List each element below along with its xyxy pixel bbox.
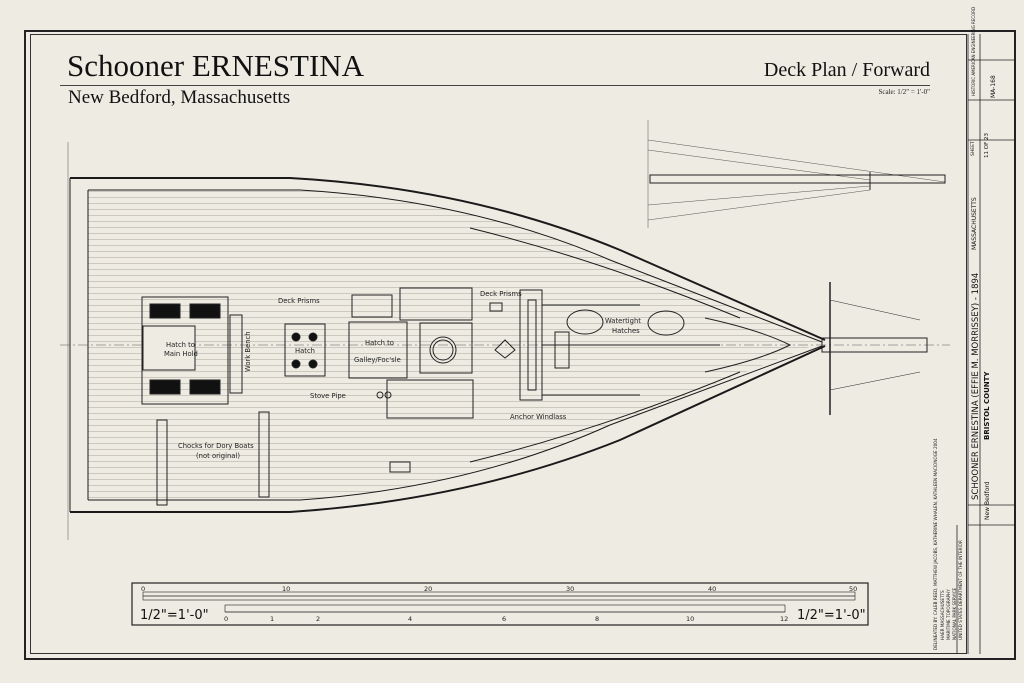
scale-tick: 0 [141, 585, 146, 593]
scale-tick: 6 [502, 615, 507, 623]
label-hatch: Hatch [295, 347, 315, 355]
title-block-location: New Bedford [984, 481, 991, 520]
scale-tick: 50 [849, 585, 858, 593]
title-block-county: BRISTOL COUNTY [983, 371, 991, 440]
label-hatch-galley-2: Galley/Foc'sle [354, 356, 401, 364]
scale-tick: 10 [282, 585, 291, 593]
sheet-title: Deck Plan / Forward [763, 59, 930, 81]
label-chocks-1: Chocks for Dory Boats [178, 442, 254, 450]
scale-tick: 4 [408, 615, 413, 623]
scale-tick: 1 [270, 615, 275, 623]
title-rule [60, 85, 930, 86]
scale-tick: 12 [780, 615, 789, 623]
scale-tick: 10 [686, 615, 695, 623]
sheet-border [24, 30, 1016, 660]
credit-delineated: DELINEATED BY: CALEB REED, MATTHEW JACOB… [933, 438, 938, 650]
scale-note: Scale: 1/2" = 1'-0" [878, 88, 930, 96]
label-deck-prisms-1: Deck Prisms [278, 297, 320, 305]
scale-label-left: 1/2"=1'-0" [140, 608, 209, 623]
label-watertight-2: Hatches [612, 327, 640, 335]
drawing-subtitle: New Bedford, Massachusetts [68, 87, 291, 108]
title-block-record-no: MA-168 [990, 75, 997, 98]
scale-tick: 20 [424, 585, 433, 593]
drawing-frame [30, 34, 967, 654]
title-block-state: MASSACHUSETTS [971, 197, 978, 250]
label-hatch-main-hold-1: Hatch to [166, 341, 195, 349]
label-stove-pipe: Stove Pipe [310, 392, 346, 400]
scale-label-right: 1/2"=1'-0" [797, 608, 866, 623]
credit-line: UNITED STATES DEPARTMENT OF THE INTERIOR [958, 540, 963, 640]
label-chocks-2: (not original) [196, 452, 240, 460]
dory-chocks [156, 411, 270, 506]
reference-lines [60, 120, 950, 540]
label-anchor-windlass: Anchor Windlass [510, 413, 567, 421]
scale-bar [131, 582, 869, 626]
label-deck-prisms-2: Deck Prisms [480, 290, 522, 298]
label-watertight-1: Watertight [605, 317, 641, 325]
scale-tick: 40 [708, 585, 717, 593]
label-hatch-main-hold-2: Main Hold [164, 350, 198, 358]
title-block-sheet-no: 11 OF 23 [984, 133, 990, 158]
drawing-title: Schooner ERNESTINA [67, 48, 365, 83]
galley-hatch [348, 287, 516, 473]
small-hatch [284, 323, 326, 377]
title-block-project: SCHOONER ERNESTINA (EFFIE M. MORRISSEY) … [971, 272, 981, 500]
anchor-windlass [519, 289, 792, 401]
label-work-bench: Work Bench [244, 331, 252, 372]
bowsprit [649, 172, 946, 415]
scale-tick: 30 [566, 585, 575, 593]
scale-tick: 8 [595, 615, 600, 623]
hull-outline [69, 177, 826, 513]
title-block-sheet-label: SHEET [971, 141, 976, 156]
label-hatch-galley-1: Hatch to [365, 339, 394, 347]
main-hold-hatch [141, 296, 243, 405]
title-block-record: HISTORIC AMERICAN ENGINEERING RECORD [971, 6, 976, 96]
scale-tick: 2 [316, 615, 321, 623]
scale-tick: 0 [224, 615, 229, 623]
